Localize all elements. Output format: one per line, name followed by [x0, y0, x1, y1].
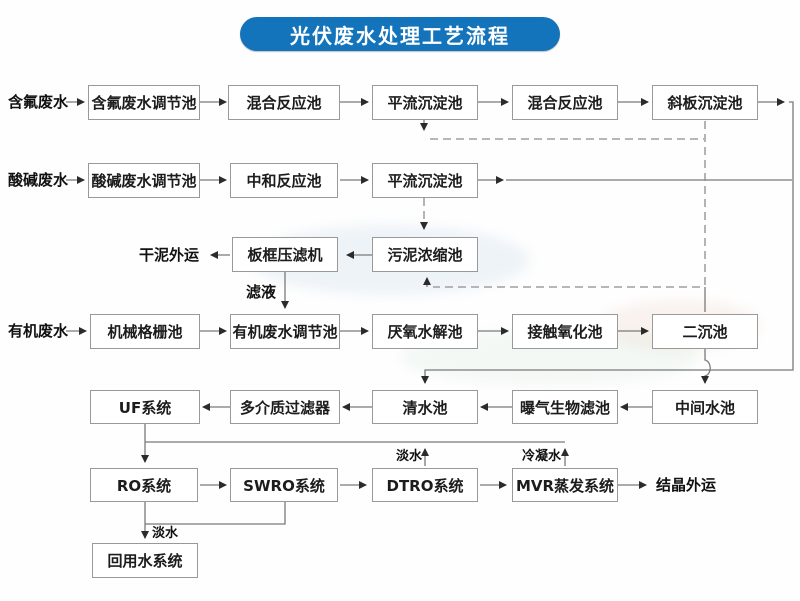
node-contact-oxidation-tank: 接触氧化池 [512, 314, 618, 349]
node-fluoride-regulating-tank: 含氟废水调节池 [88, 85, 200, 120]
node-inclined-plate-sediment-tank: 斜板沉淀池 [652, 85, 758, 120]
node-mechanical-screen-tank: 机械格栅池 [90, 314, 200, 349]
node-organic-regulating-tank: 有机废水调节池 [230, 314, 340, 349]
label-freshwater-dtro: 淡水 [396, 449, 423, 464]
node-plate-frame-filter-press: 板框压滤机 [232, 237, 338, 272]
node-swro-system: SWRO系统 [230, 468, 338, 502]
arrow-secondary-to-intermediate [701, 349, 711, 384]
node-horizontal-sediment-tank-1: 平流沉淀池 [372, 85, 478, 120]
node-neutralization-tank: 中和反应池 [230, 163, 338, 198]
label-fluoride-wastewater: 含氟废水 [8, 93, 69, 111]
label-crystal-out: 结晶外运 [656, 476, 717, 494]
node-reuse-water-system: 回用水系统 [92, 543, 198, 578]
node-anaerobic-hydrolysis-tank: 厌氧水解池 [372, 314, 478, 349]
label-filtrate: 滤液 [246, 283, 277, 301]
node-uf-system: UF系统 [90, 390, 200, 424]
node-sludge-thickening-tank: 污泥浓缩池 [372, 237, 478, 272]
label-dry-sludge-out: 干泥外运 [139, 246, 200, 264]
node-ro-system: RO系统 [90, 468, 198, 502]
solid-flow-lines [66, 98, 794, 539]
dashed-sludge-lines [420, 121, 706, 288]
node-acid-alkali-regulating-tank: 酸碱废水调节池 [88, 163, 200, 198]
node-clean-water-tank: 清水池 [372, 390, 478, 424]
node-mixing-reaction-tank-2: 混合反应池 [512, 85, 618, 120]
node-mvr-evaporation-system: MVR蒸发系统 [512, 468, 618, 502]
trunk-to-clean-water-tank [421, 101, 794, 384]
node-horizontal-sediment-tank-2: 平流沉淀池 [372, 163, 478, 198]
node-dtro-system: DTRO系统 [372, 468, 478, 502]
node-multimedia-filter: 多介质过滤器 [230, 390, 340, 424]
node-aerated-biofilter: 曝气生物滤池 [512, 390, 618, 424]
page-title: 光伏废水处理工艺流程 [240, 17, 560, 51]
label-acid-alkali-wastewater: 酸碱废水 [8, 171, 69, 189]
line-swro-down [145, 502, 286, 525]
node-intermediate-water-tank: 中间水池 [652, 390, 758, 424]
node-mixing-reaction-tank-1: 混合反应池 [228, 85, 340, 120]
node-secondary-sediment-tank: 二沉池 [652, 314, 758, 349]
label-freshwater-ro: 淡水 [152, 526, 179, 541]
label-organic-wastewater: 有机废水 [8, 322, 69, 340]
label-condensate-mvr: 冷凝水 [522, 449, 562, 464]
